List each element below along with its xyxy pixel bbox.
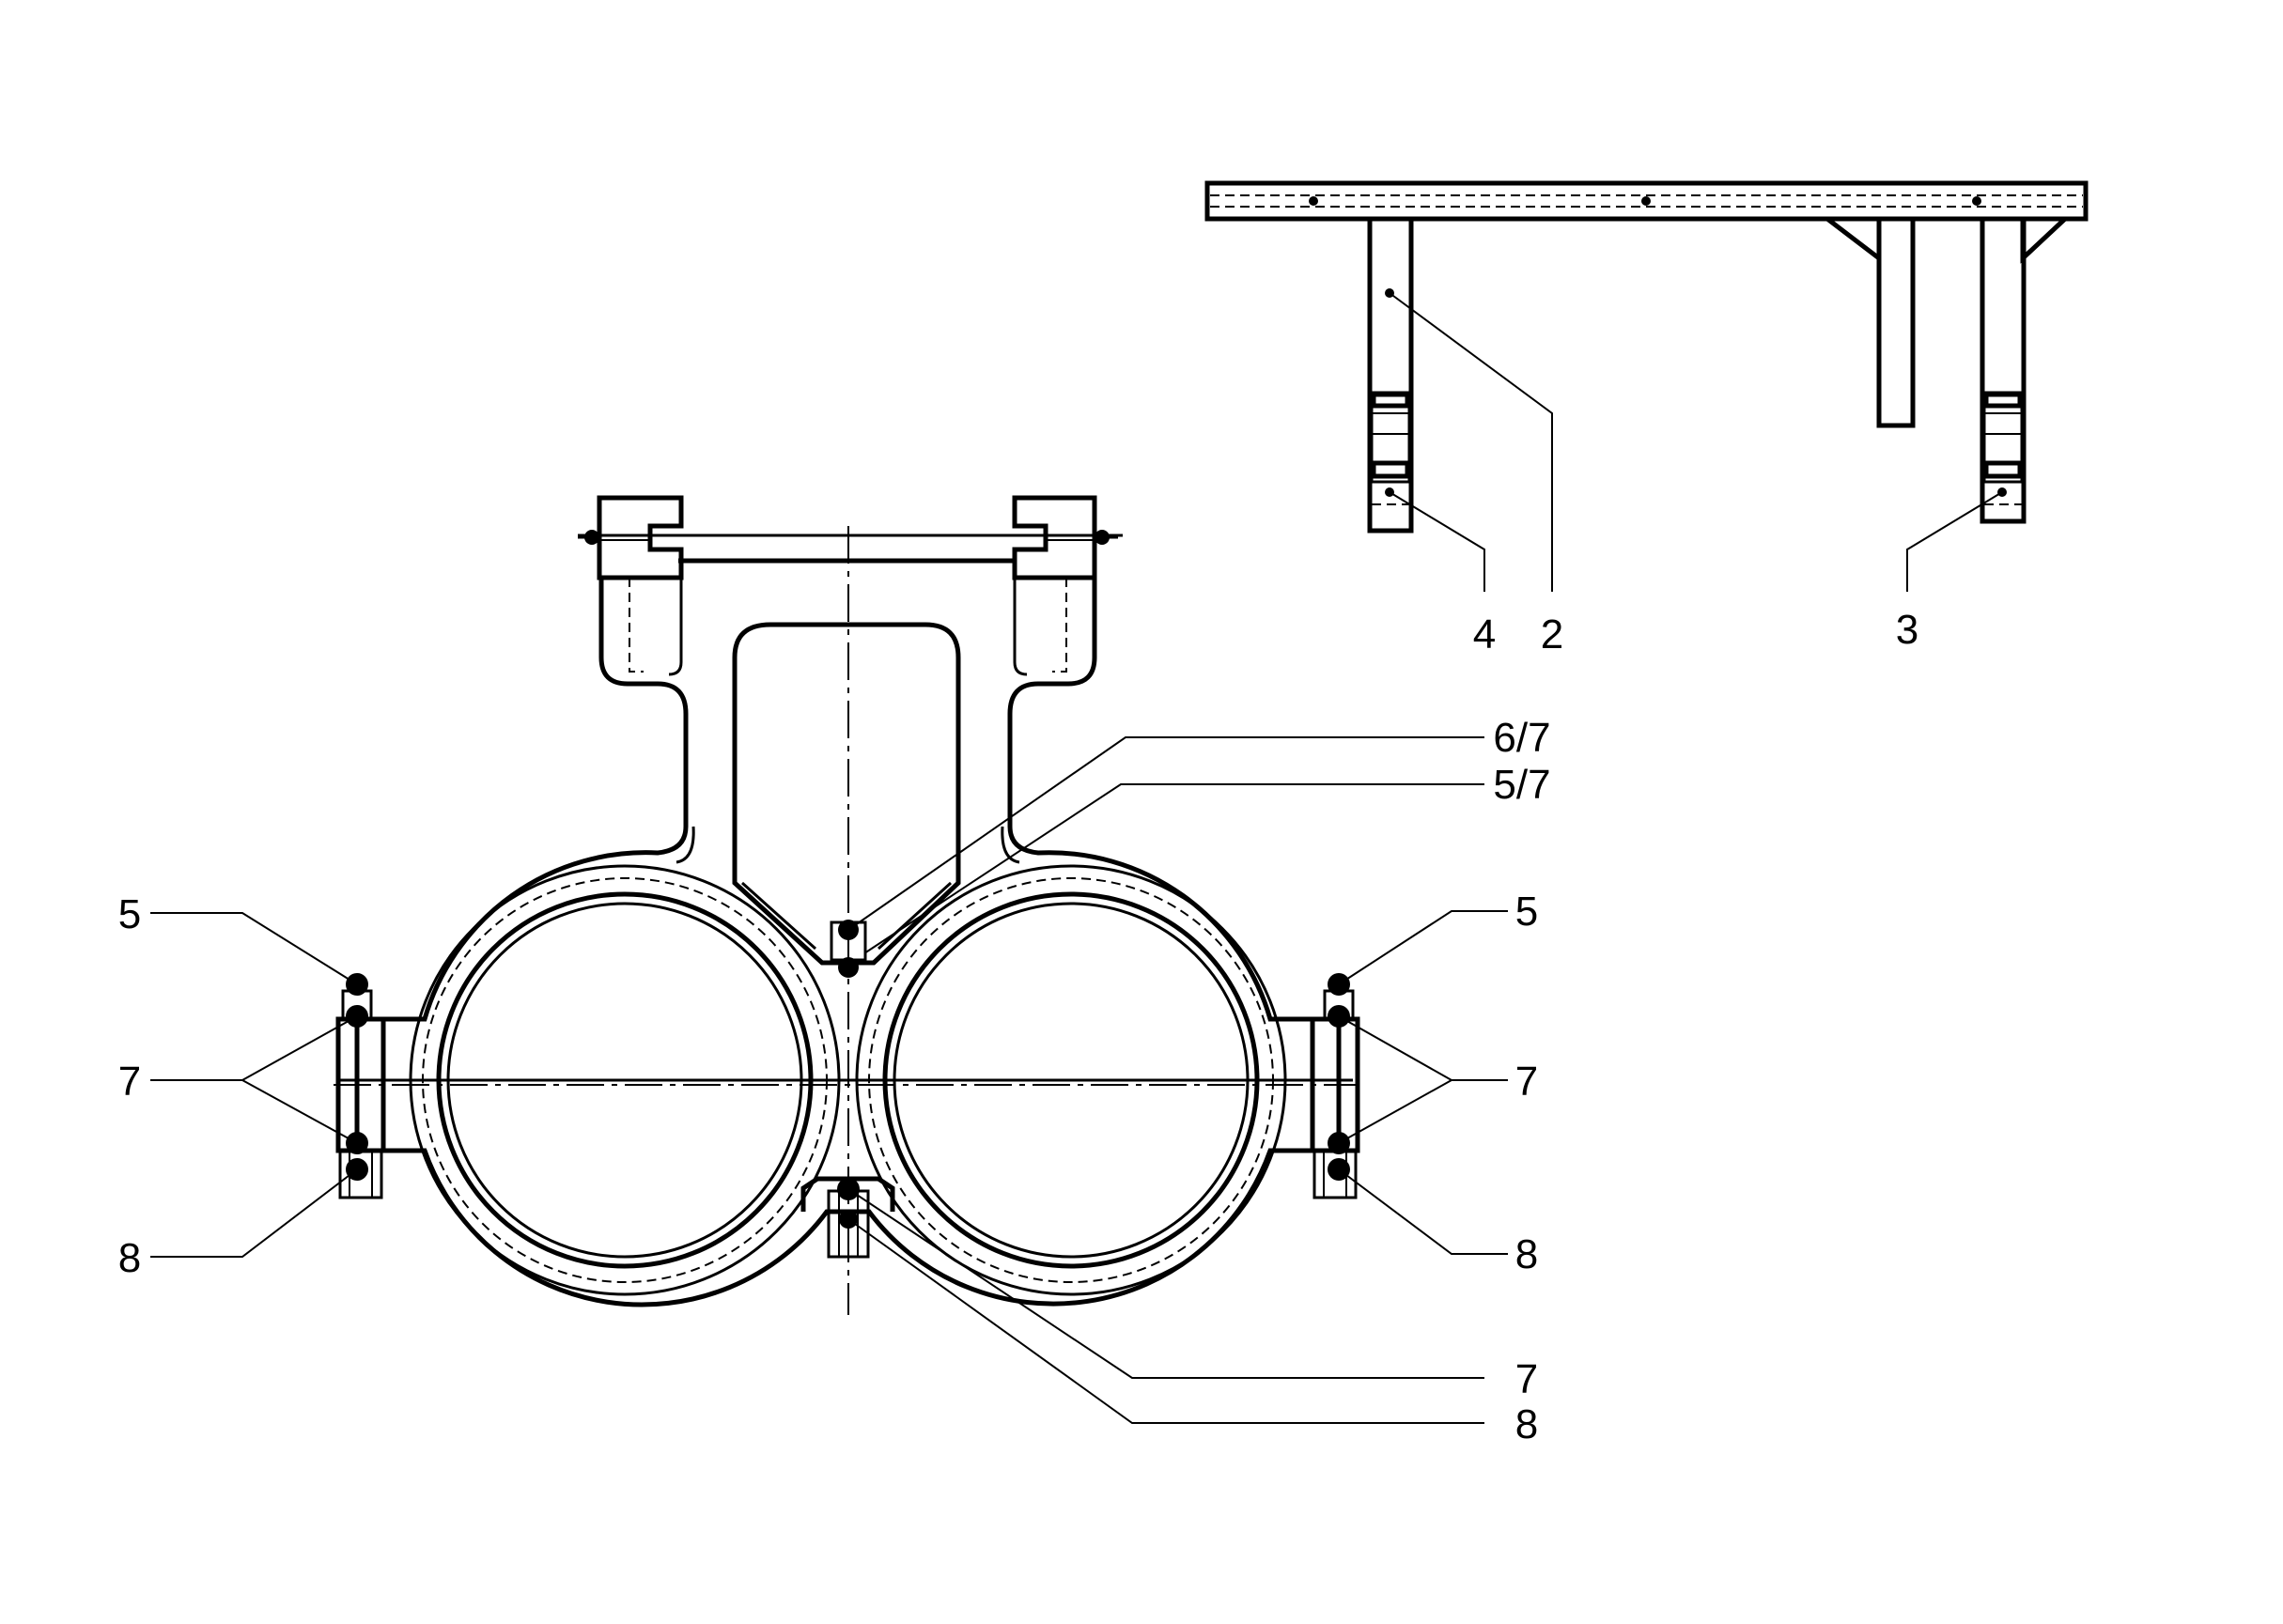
right-u-bracket [1012,495,1118,580]
top-view: 4 2 3 [1204,180,2089,657]
leader-5-right [1338,910,1508,985]
leader-5-7 [863,783,1484,954]
callout-6-7: 6/7 [1493,715,1550,761]
leader-8-right [1338,1168,1508,1255]
right-hanger-clamp [1982,391,2024,505]
center-opening [732,622,961,966]
left-u-bracket [578,495,684,580]
middle-strut [1876,216,1916,428]
leader-6-7 [847,736,1484,931]
leader-5-left [150,912,358,985]
right-hanger-rod [1980,216,2027,524]
callout-7-bottom: 7 [1515,1356,1538,1402]
leader-3 [1906,491,2003,592]
leader-2 [1389,292,1553,592]
center-top-bolt [830,920,867,978]
main-view: 6/7 5/7 5 5 7 7 8 8 7 8 [118,495,1551,1447]
leader-7-bottom [847,1188,1484,1379]
callout-8-bottom: 8 [1515,1401,1538,1447]
callout-8-left: 8 [118,1235,141,1281]
left-hanger-clamp [1370,391,1411,505]
left-hanger-rod [1367,216,1414,534]
leader-8-left [150,1168,358,1258]
leader-8-bottom [847,1218,1484,1424]
callout-2: 2 [1541,611,1563,657]
callout-7-right: 7 [1515,1059,1538,1105]
callout-7-left: 7 [118,1059,141,1105]
callout-5-7: 5/7 [1493,762,1550,808]
leader-4 [1389,491,1485,592]
leader-7-right-a [1338,1015,1508,1081]
callout-4: 4 [1473,611,1496,657]
leader-7-left-a [150,1015,358,1081]
callout-3: 3 [1896,607,1918,653]
top-beam [1204,180,2089,222]
leader-7-right-b [1338,1079,1452,1144]
callout-5-left: 5 [118,891,141,937]
callout-5-right: 5 [1515,889,1538,935]
callout-8-right: 8 [1515,1231,1538,1277]
leader-7-left-b [241,1079,358,1144]
